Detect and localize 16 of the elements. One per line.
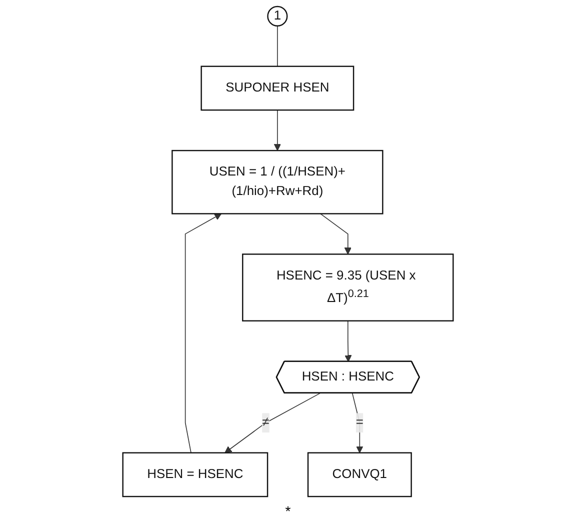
arrow <box>224 392 320 454</box>
node-box: HSEN = HSENC <box>122 452 268 498</box>
node-box: SUPONER HSEN <box>200 66 354 111</box>
edge-label: ≠ <box>262 416 270 430</box>
edge-label: = <box>356 416 364 430</box>
node-box: CONVQ1 <box>307 452 412 498</box>
node-box: HSENC = 9.35 (USEN x ΔT)$^{0.21}$ <box>242 254 454 322</box>
connector <box>277 25 278 67</box>
arrow <box>320 213 352 254</box>
arrow <box>344 320 352 362</box>
node-circle: 1 <box>267 6 288 26</box>
arrow <box>352 392 364 454</box>
arrow <box>274 110 281 151</box>
node-box: USEN = 1 / ((1/HSEN)+(1/hio)+Rw+Rd) <box>172 150 384 214</box>
note-mark: * <box>285 503 291 519</box>
arrow <box>184 213 222 454</box>
